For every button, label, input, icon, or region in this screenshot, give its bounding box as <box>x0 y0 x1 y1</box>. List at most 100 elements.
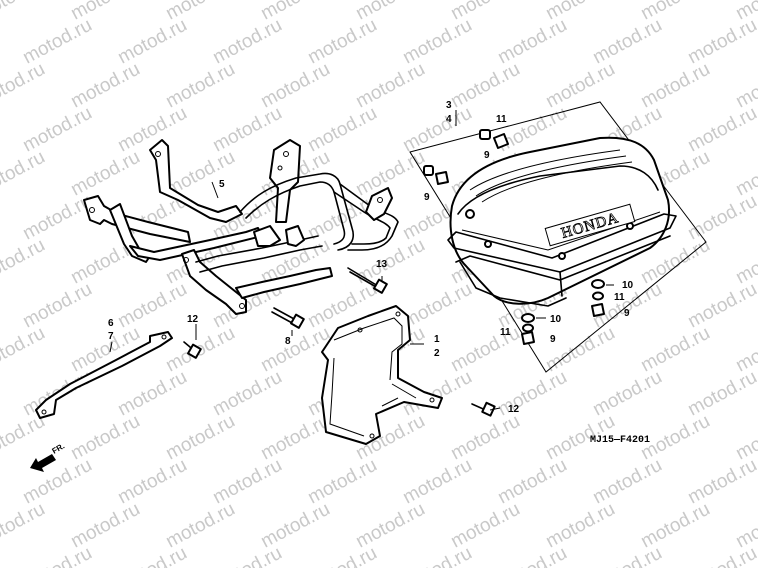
watermark-text: motod.ru <box>257 59 333 113</box>
watermark-text: motod.ru <box>19 279 95 333</box>
callout-6: 6 <box>108 318 114 329</box>
watermark-text: motod.ru <box>0 15 1 69</box>
watermark-text: motod.ru <box>0 367 1 421</box>
watermark-text: motod.ru <box>0 279 1 333</box>
callout-13: 13 <box>376 259 388 270</box>
watermark-text: motod.ru <box>0 103 1 157</box>
watermark-text: motod.ru <box>19 191 95 245</box>
callout-5: 5 <box>219 179 225 190</box>
diagram-code: MJ15—F4201 <box>590 435 650 446</box>
callout-11-lower: 11 <box>500 327 511 338</box>
watermark-text: motod.ru <box>684 455 758 509</box>
watermark-text: motod.ru <box>732 323 758 377</box>
watermark-text: motod.ru <box>589 543 665 568</box>
watermark-text: motod.ru <box>732 147 758 201</box>
watermark-text: motod.ru <box>162 59 238 113</box>
watermark-text: motod.ru <box>209 455 285 509</box>
watermark-text: motod.ru <box>494 367 570 421</box>
watermark-text: motod.ru <box>209 103 285 157</box>
front-label: FR. <box>51 441 67 455</box>
saddlebag-assembly: HONDA <box>409 101 707 373</box>
nut-set-top <box>423 129 509 185</box>
watermark-text: motod.ru <box>257 499 333 553</box>
watermark-text: motod.ru <box>114 455 190 509</box>
watermark-text: motod.ru <box>589 367 665 421</box>
watermark-text: motod.ru <box>684 279 758 333</box>
watermark-text: motod.ru <box>684 367 758 421</box>
watermark-text: motod.ru <box>114 543 190 568</box>
watermark-text: motod.ru <box>304 15 380 69</box>
watermark-text: motod.ru <box>447 59 523 113</box>
nut-set-right <box>521 279 605 345</box>
leader-lines <box>109 110 614 411</box>
watermark-text: motod.ru <box>257 323 333 377</box>
watermark-text: motod.ru <box>447 323 523 377</box>
callout-2: 2 <box>434 348 440 359</box>
bolt-12-right <box>471 401 496 417</box>
callout-12-right: 12 <box>508 404 520 415</box>
callout-9-top: 9 <box>484 150 490 161</box>
watermark-text: motod.ru <box>399 543 475 568</box>
watermark-text: motod.ru <box>542 323 618 377</box>
watermark-text: motod.ru <box>114 279 190 333</box>
watermark-text: motod.ru <box>0 323 49 377</box>
watermark-text: motod.ru <box>0 191 1 245</box>
callout-labels: 3 4 5 6 7 8 13 12 1 2 12 11 9 9 10 11 9 … <box>108 100 634 415</box>
watermark-text: motod.ru <box>162 411 238 465</box>
watermark-text: motod.ru <box>19 15 95 69</box>
watermark-text: motod.ru <box>0 543 1 568</box>
callout-8: 8 <box>285 336 291 347</box>
watermark-text: motod.ru <box>162 499 238 553</box>
bolt-8 <box>271 307 305 329</box>
stay-bar <box>35 331 173 419</box>
bolt-13 <box>347 267 388 294</box>
watermark-text: motod.ru <box>0 235 49 289</box>
watermark-text: motod.ru <box>684 191 758 245</box>
callout-4: 4 <box>446 114 452 125</box>
watermark-text: motod.ru <box>209 367 285 421</box>
watermark-text: motod.ru <box>0 499 49 553</box>
callout-9-lower: 9 <box>550 334 556 345</box>
watermark-text: motod.ru <box>209 15 285 69</box>
bolt-12-left <box>183 341 202 359</box>
callout-9-left: 9 <box>424 192 430 203</box>
watermark-text: motod.ru <box>399 15 475 69</box>
mounting-bracket <box>321 305 443 445</box>
watermark-text: motod.ru <box>399 455 475 509</box>
callout-11-right: 11 <box>614 292 625 303</box>
callout-7: 7 <box>108 331 114 342</box>
watermark-text: motod.ru <box>542 59 618 113</box>
watermark-text: motod.ru <box>19 543 95 568</box>
callout-3: 3 <box>446 100 452 111</box>
callout-10-right: 10 <box>622 280 634 291</box>
watermark-text: motod.ru <box>67 59 143 113</box>
watermark-text: motod.ru <box>494 15 570 69</box>
watermark-text: motod.ru <box>67 411 143 465</box>
watermark-text: motod.ru <box>732 235 758 289</box>
front-arrow-icon <box>30 454 56 472</box>
watermark-text: motod.ru <box>494 543 570 568</box>
watermark-text: motod.ru <box>589 455 665 509</box>
watermark-text: motod.ru <box>447 411 523 465</box>
watermark-text: motod.ru <box>19 455 95 509</box>
watermark-text: motod.ru <box>67 499 143 553</box>
watermark-text: motod.ru <box>732 499 758 553</box>
watermark-text: motod.ru <box>542 499 618 553</box>
watermark-text: motod.ru <box>732 59 758 113</box>
watermark-text: motod.ru <box>0 0 49 24</box>
callout-10-lower: 10 <box>550 314 562 325</box>
watermark-text: motod.ru <box>0 411 49 465</box>
watermark-text: motod.ru <box>304 543 380 568</box>
callout-1: 1 <box>434 334 440 345</box>
watermark-text: motod.ru <box>732 411 758 465</box>
callout-12-left: 12 <box>187 314 199 325</box>
watermark-text: motod.ru <box>684 103 758 157</box>
watermark-text: motod.ru <box>684 543 758 568</box>
watermark-text: motod.ru <box>684 15 758 69</box>
watermark-text: motod.ru <box>399 103 475 157</box>
watermark-text: motod.ru <box>0 59 49 113</box>
watermark-text: motod.ru <box>637 499 713 553</box>
carrier-frame <box>83 139 399 315</box>
watermark-text: motod.ru <box>637 323 713 377</box>
